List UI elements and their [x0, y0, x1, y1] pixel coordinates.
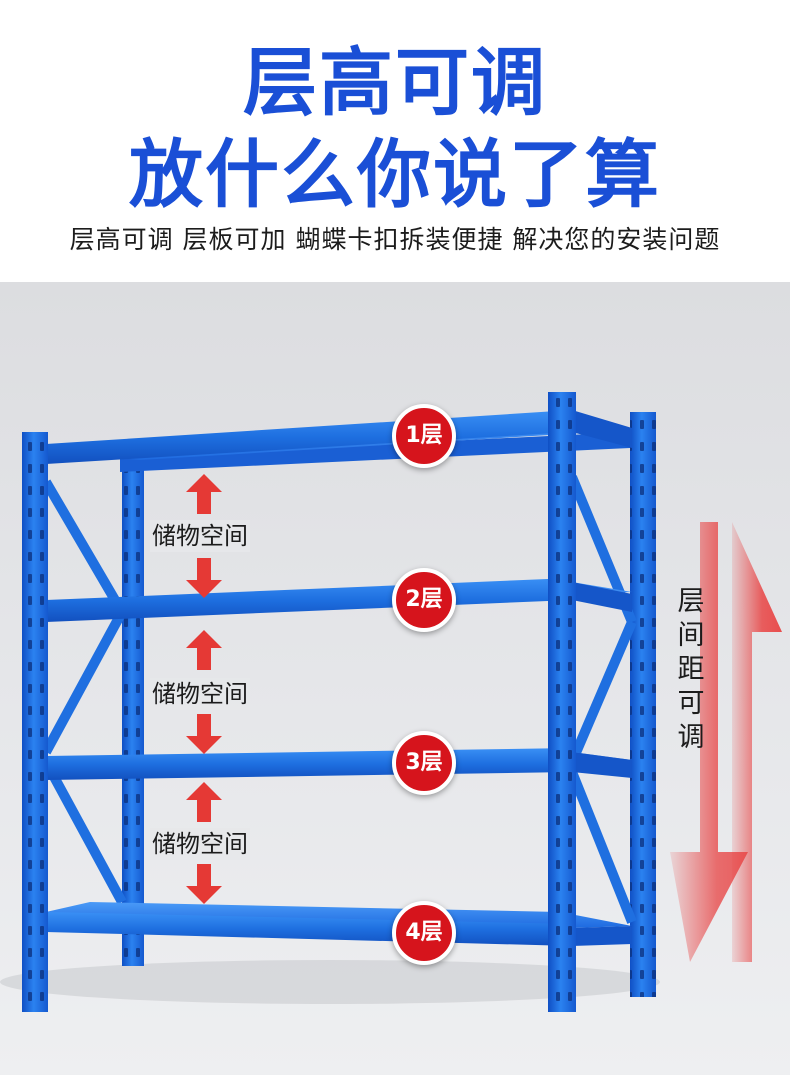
storage-space-label-2: 储物空间	[150, 678, 250, 710]
shelving-rack-illustration	[0, 392, 660, 1012]
arrow-down-icon	[186, 714, 222, 754]
arrow-up-icon	[186, 782, 222, 822]
headline-line-1: 层高可调	[243, 40, 547, 126]
arrow-down-icon	[186, 864, 222, 904]
product-scene: 1层 2层 3层 4层 储物空间 储物空间 储物空间 层间距可调	[0, 282, 790, 1075]
arrow-up-icon	[186, 474, 222, 514]
headline-line-2: 放什么你说了算	[129, 132, 661, 218]
level-badge-3: 3层	[392, 731, 456, 795]
double-arrow-icon	[670, 522, 782, 962]
storage-space-label-3: 储物空间	[150, 828, 250, 860]
arrow-down-icon	[186, 558, 222, 598]
subtitle: 层高可调 层板可加 蝴蝶卡扣拆装便捷 解决您的安装问题	[69, 225, 721, 254]
arrow-up-icon	[186, 630, 222, 670]
header-section: 层高可调 放什么你说了算 层高可调 层板可加 蝴蝶卡扣拆装便捷 解决您的安装问题	[0, 0, 790, 282]
level-badge-1: 1层	[392, 404, 456, 468]
storage-space-label-1: 储物空间	[150, 520, 250, 552]
spacing-adjustable-label: 层间距可调	[677, 586, 705, 753]
level-badge-2: 2层	[392, 568, 456, 632]
level-badge-4: 4层	[392, 901, 456, 965]
